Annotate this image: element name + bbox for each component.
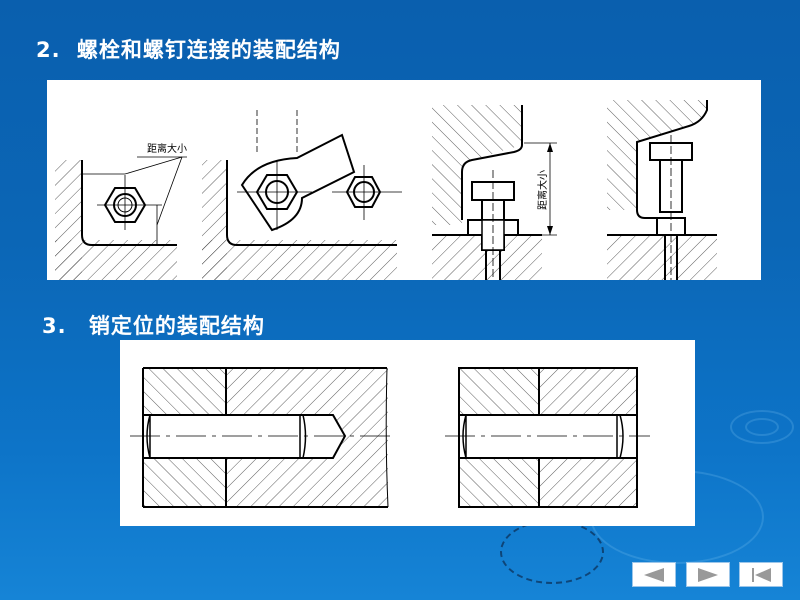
fig-a-annotation: 距离大小 — [147, 142, 187, 155]
next-slide-button[interactable] — [686, 562, 730, 587]
fig-c: 距离大小 — [432, 105, 557, 280]
fig-d — [607, 100, 717, 280]
fig-pin-blind — [130, 367, 395, 508]
pin-locating-diagram-panel — [120, 340, 695, 526]
section-2-number: 2. — [36, 38, 61, 62]
ripple-decoration — [745, 418, 779, 436]
skip-to-start-icon — [752, 567, 771, 582]
section-2-title: 2. 螺栓和螺钉连接的装配结构 — [36, 34, 341, 64]
section-2-text: 螺栓和螺钉连接的装配结构 — [76, 38, 341, 62]
fig-pin-through — [445, 367, 650, 508]
section-3-title: 3. 销定位的装配结构 — [42, 310, 265, 340]
fig-b — [202, 110, 402, 280]
fig-c-annotation: 距离大小 — [536, 170, 549, 210]
triangle-left-icon — [644, 567, 664, 582]
section-3-text: 销定位的装配结构 — [88, 314, 265, 338]
prev-slide-button[interactable] — [632, 562, 676, 587]
fig-a: 距离大小 — [55, 142, 187, 280]
ripple-decoration — [730, 410, 794, 444]
triangle-right-icon — [698, 567, 718, 582]
bolt-screw-diagram: 距离大小 — [55, 100, 717, 280]
section-3-number: 3. — [42, 314, 67, 338]
ripple-decoration — [500, 520, 604, 584]
pin-locating-diagram — [130, 367, 650, 508]
first-slide-button[interactable] — [739, 562, 783, 587]
bolt-screw-diagram-panel: 距离大小 — [47, 80, 761, 280]
